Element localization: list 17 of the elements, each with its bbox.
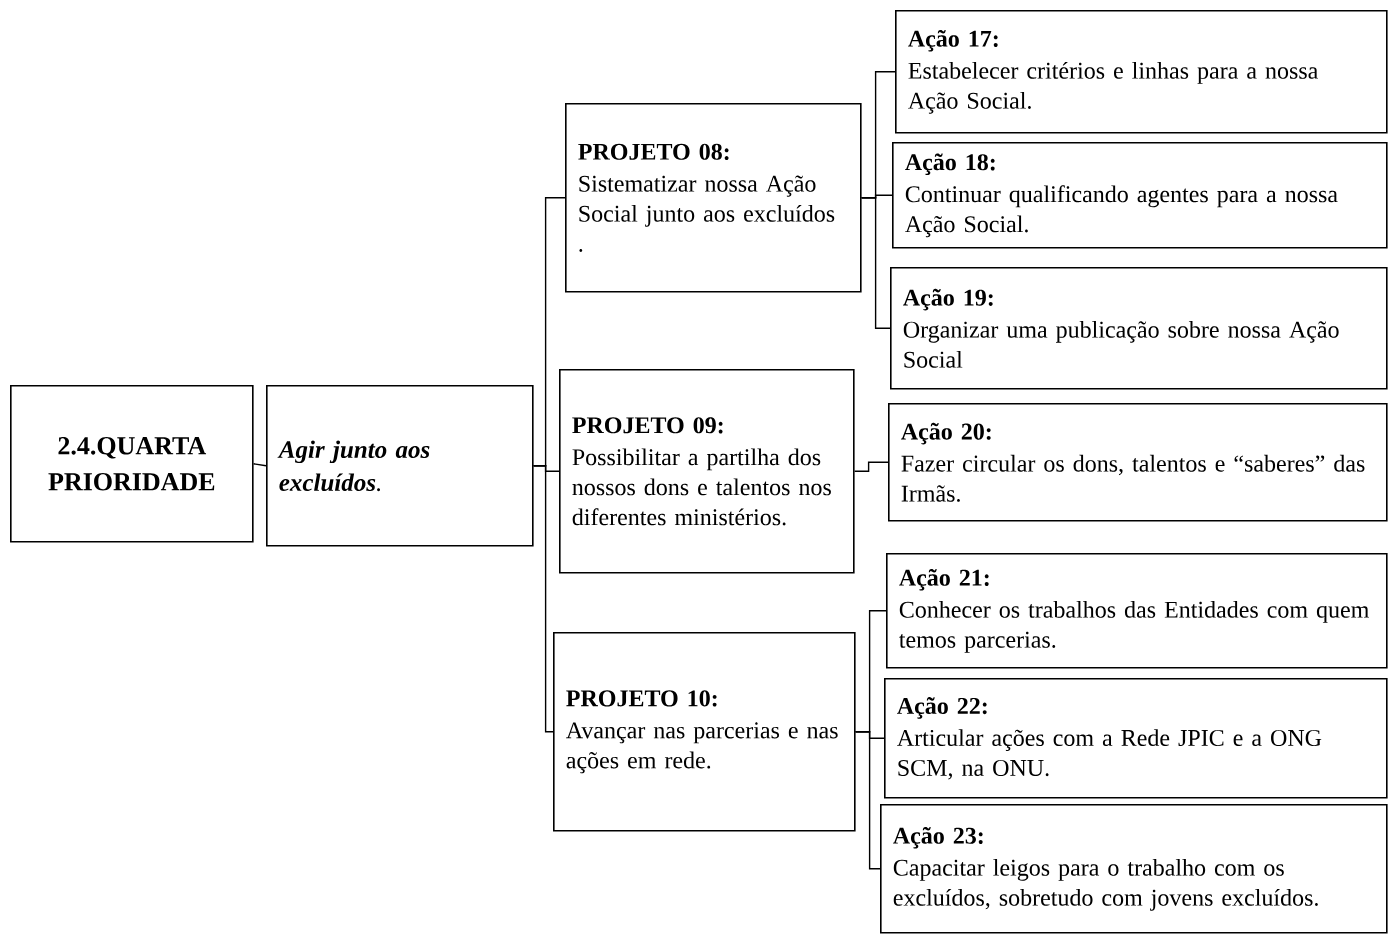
connector-line — [860, 197, 891, 329]
action-box: Ação 21: Conhecer os trabalhos das Entidades com quem temos parcerias. — [886, 553, 1388, 669]
connector-line — [854, 731, 881, 870]
action-box: Ação 17: Estabelecer critérios e linhas para a nossa Ação Social. — [895, 10, 1388, 134]
connector-line — [853, 461, 889, 472]
project-box: PROJETO 09: Possibilitar a partilha dos nossos dons e talentos nos diferentes ministérios. — [559, 369, 855, 574]
connector-line — [532, 465, 554, 733]
action-box: Ação 23: Capacitar leigos para o trabalho com os excluídos, sobretudo com jovens excluídos. — [880, 804, 1388, 934]
project-box: PROJETO 10: Avançar nas parcerias e nas ações em rede. — [553, 632, 856, 832]
project-box: PROJETO 08: Sistematizar nossa Ação Social junto aos excluídos . — [565, 103, 862, 293]
goal-box: Agir junto aos excluídos. — [266, 385, 534, 547]
action-box: Ação 19: Organizar uma publicação sobre nossa Ação Social — [890, 267, 1388, 390]
priority-box: 2.4.QUARTA PRIORIDADE — [10, 385, 254, 543]
action-box: Ação 22: Articular ações com a Rede JPIC e a ONG SCM, na ONU. — [884, 678, 1388, 799]
action-box: Ação 20: Fazer circular os dons, talentos e “saberes” das Irmãs. — [888, 403, 1388, 522]
connector-line — [252, 463, 267, 467]
action-box: Ação 18: Continuar qualificando agentes para a nossa Ação Social. — [892, 142, 1388, 249]
